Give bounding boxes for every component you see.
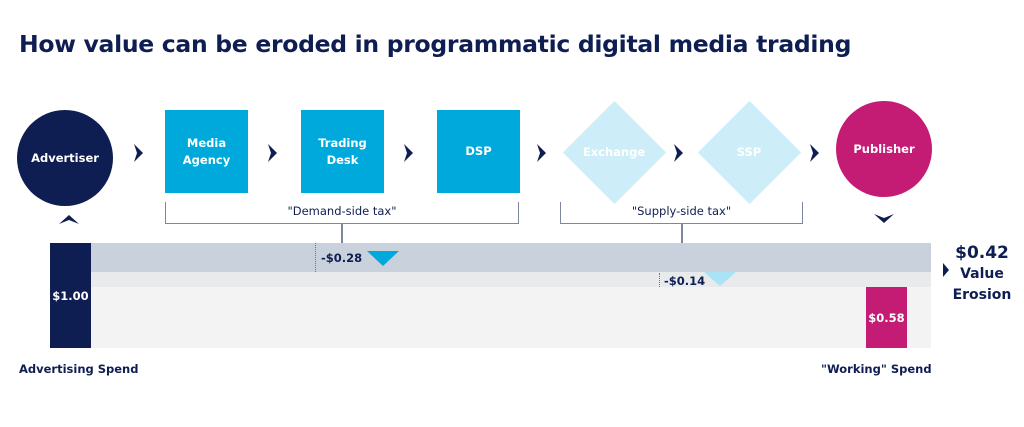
- chevron-right-icon: [404, 144, 413, 162]
- triangle-down-icon: [367, 251, 399, 266]
- working-spend-band: [50, 287, 931, 348]
- bar-value-label: $1.00: [52, 288, 89, 303]
- demand-side-stem: [341, 223, 343, 243]
- node-label: DSP: [465, 144, 492, 158]
- node-label: Advertiser: [31, 150, 99, 165]
- node-label: Exchange: [582, 145, 646, 159]
- supply-side-label: "Supply-side tax": [631, 204, 732, 218]
- node-advertiser: Advertiser: [17, 110, 113, 206]
- erosion-line1: Value: [960, 266, 1004, 282]
- chevron-right-icon: [134, 144, 143, 162]
- chevron-right-icon: [810, 144, 819, 162]
- supply-side-stem: [681, 223, 683, 243]
- value-erosion-annotation: $0.42 Value Erosion: [950, 243, 1014, 306]
- node-label: Trading: [318, 135, 367, 150]
- chevron-right-icon: [537, 144, 546, 162]
- supply-erosion-band: [50, 272, 931, 287]
- page-title: How value can be eroded in programmatic …: [19, 30, 852, 58]
- node-exchange: Exchange: [562, 100, 666, 204]
- node-label: Publisher: [853, 141, 915, 156]
- node-label: Desk: [326, 152, 359, 167]
- demand-delta-marker: [315, 243, 316, 272]
- supply-delta-label: -$0.14: [664, 274, 706, 288]
- working-spend-bar: $0.58: [866, 287, 907, 348]
- node-label: Media: [186, 135, 227, 150]
- working-spend-caption: "Working" Spend: [821, 362, 932, 376]
- advertising-spend-bar: $1.00: [50, 243, 91, 348]
- caret-right-icon: [943, 263, 949, 277]
- erosion-line2: Erosion: [952, 287, 1012, 303]
- advertising-spend-caption: Advertising Spend: [19, 362, 139, 376]
- chevron-right-icon: [674, 144, 683, 162]
- node-publisher: Publisher: [836, 101, 932, 197]
- chevron-down-icon: [874, 214, 894, 223]
- erosion-amount: $0.42: [955, 243, 1009, 263]
- chevron-right-icon: [268, 144, 277, 162]
- supply-delta-marker: [659, 273, 660, 287]
- node-ssp: SSP: [697, 100, 801, 204]
- bar-value-label: $0.58: [868, 310, 905, 325]
- node-dsp: DSP: [437, 110, 520, 193]
- chevron-up-icon: [59, 215, 79, 224]
- demand-erosion-band: [50, 243, 931, 272]
- demand-side-label: "Demand-side tax": [287, 204, 397, 218]
- demand-delta-label: -$0.28: [321, 251, 363, 265]
- node-label: Agency: [182, 152, 231, 167]
- node-label: SSP: [736, 145, 762, 159]
- triangle-down-icon: [704, 272, 736, 286]
